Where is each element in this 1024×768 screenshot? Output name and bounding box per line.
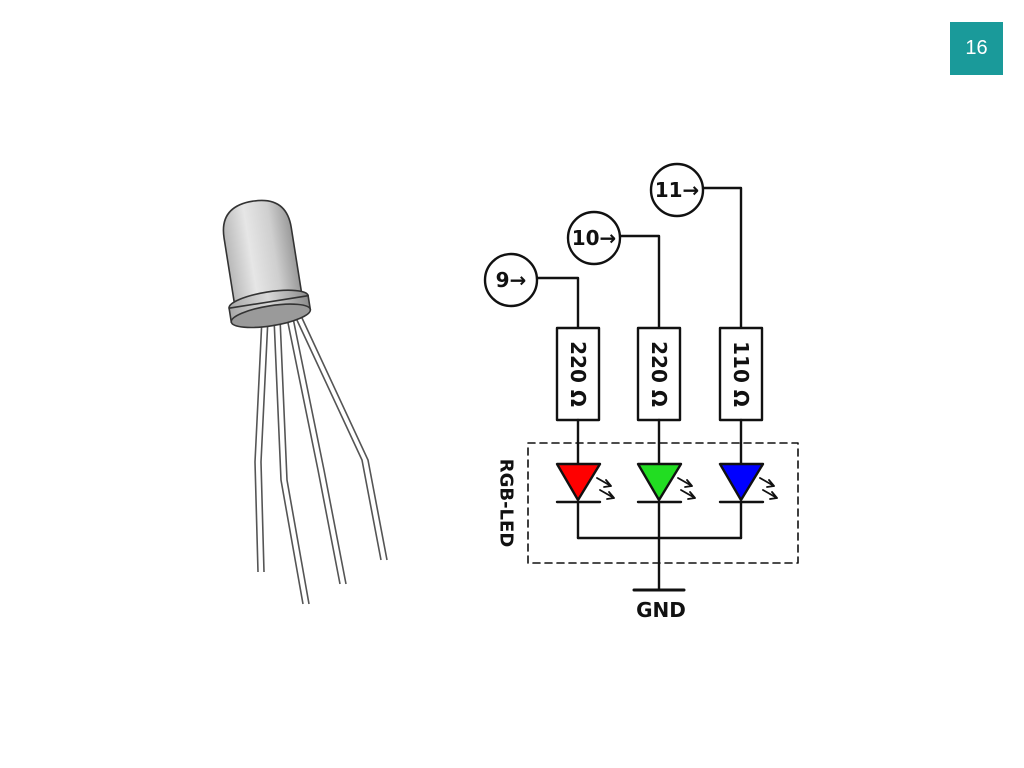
wire-pin10 <box>618 234 661 330</box>
resistor-label-green: 220 Ω <box>647 341 671 407</box>
resistor-green <box>636 326 682 422</box>
led-red <box>555 462 602 502</box>
resistor-label-red: 220 Ω <box>566 341 590 407</box>
page-number-badge: 16 <box>950 22 1003 75</box>
pin-label-10: 10→ <box>572 226 617 250</box>
wire-pin9 <box>535 276 580 330</box>
pin-circle-9 <box>483 252 539 308</box>
ground-label: GND <box>636 598 686 622</box>
led-blue <box>718 462 765 502</box>
pin-label-9: 9→ <box>496 268 527 292</box>
resistor-label-blue: 110 Ω <box>729 341 753 407</box>
rgb-led-schematic <box>483 162 799 592</box>
led-green <box>636 462 683 502</box>
pin-label-11: 11→ <box>655 178 700 202</box>
rgb-led-module-box <box>527 442 799 564</box>
resistor-blue <box>718 326 764 422</box>
pin-circle-11 <box>649 162 705 218</box>
wire-pin11 <box>701 186 743 330</box>
led-dome <box>222 199 312 329</box>
module-label: RGB-LED <box>496 459 517 548</box>
pin-circle-10 <box>566 210 622 266</box>
rgb-led-component-illustration <box>222 199 388 605</box>
led-emission-arrows <box>596 477 778 500</box>
led-leads <box>254 317 388 605</box>
